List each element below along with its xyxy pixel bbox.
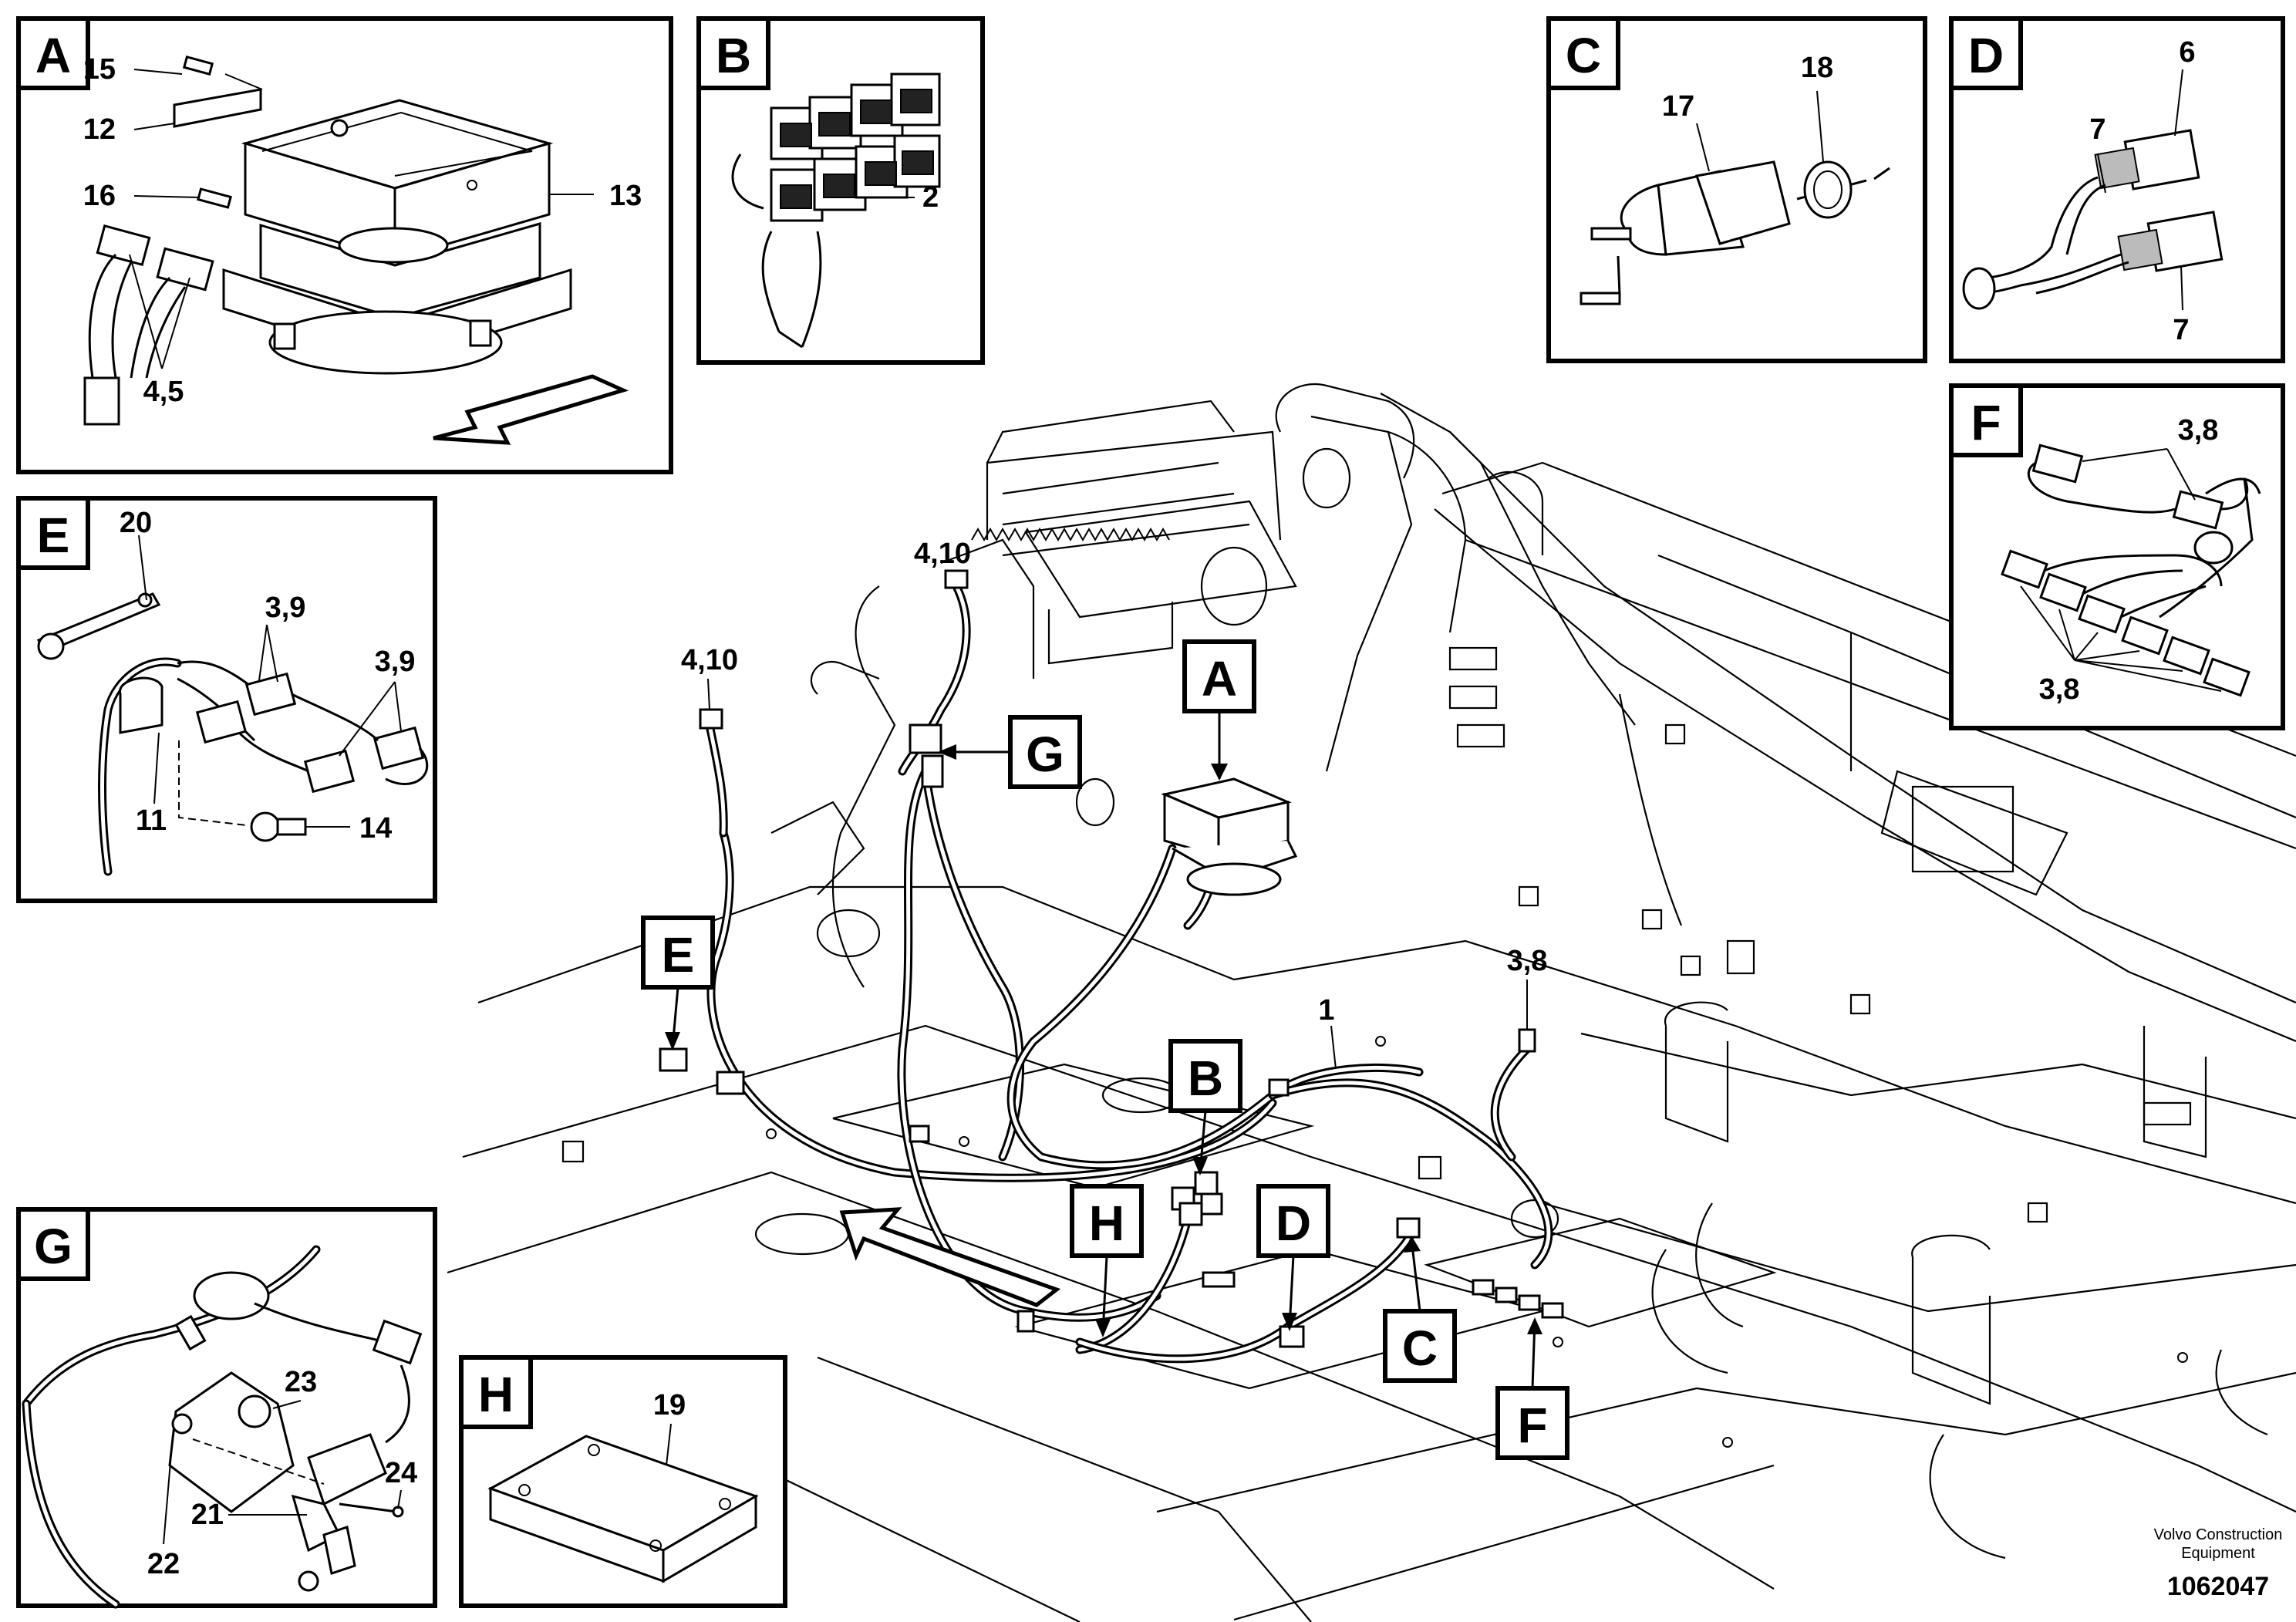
central-box-drawing bbox=[222, 99, 572, 375]
detail-g-tag bbox=[16, 1207, 90, 1281]
harness-components bbox=[659, 569, 1564, 1348]
detail-a-letter: A bbox=[35, 28, 71, 83]
part-20-label: 20 bbox=[120, 507, 152, 539]
part-15-label: 15 bbox=[83, 53, 116, 86]
machine-frame-drawing bbox=[447, 383, 2296, 1622]
callout-g-letter: G bbox=[1026, 727, 1064, 782]
detail-e-letter: E bbox=[37, 508, 70, 563]
detail-g: G 23 22 21 24 bbox=[16, 1207, 437, 1609]
detail-a-tag bbox=[16, 16, 90, 90]
part-21-label: 21 bbox=[191, 1499, 224, 1531]
callout-g: G bbox=[938, 715, 1082, 789]
callout-h-letter: H bbox=[1089, 1195, 1124, 1251]
part-3-8-label-main: 3,8 bbox=[1507, 945, 1548, 977]
connector-set-drawing bbox=[2001, 443, 2261, 697]
detail-e-tag bbox=[16, 496, 90, 570]
part-4-5-label: 4,5 bbox=[143, 376, 184, 408]
detail-c-tag bbox=[1546, 16, 1620, 90]
footer: Volvo Construction Equipment 1062047 bbox=[2154, 1526, 2283, 1601]
detail-b: B 2 bbox=[696, 16, 985, 365]
part-12-label: 12 bbox=[83, 113, 116, 146]
control-unit-drawing bbox=[487, 1435, 759, 1583]
callout-a: A bbox=[1182, 639, 1256, 781]
detail-h: H 19 bbox=[459, 1355, 787, 1608]
callout-h: H bbox=[1070, 1184, 1144, 1337]
bracket-and-harness-drawing bbox=[36, 592, 429, 876]
callout-f-letter: F bbox=[1517, 1398, 1547, 1453]
part-18-label: 18 bbox=[1801, 52, 1833, 84]
connector-group-drawing bbox=[83, 187, 232, 426]
detail-c: C 17 18 bbox=[1546, 16, 1927, 363]
detail-c-letter: C bbox=[1566, 28, 1601, 83]
detail-e: E 20 3,9 3,9 bbox=[16, 496, 437, 903]
callout-c-letter: C bbox=[1402, 1320, 1438, 1376]
detail-a: A bbox=[16, 16, 673, 474]
part-3-8-label-top: 3,8 bbox=[2178, 414, 2219, 447]
part-14-label: 14 bbox=[359, 812, 392, 845]
part-24-label: 24 bbox=[385, 1457, 417, 1489]
part-6-label: 6 bbox=[2179, 36, 2195, 69]
detail-d: D 6 7 7 bbox=[1949, 16, 2285, 363]
detail-b-tag bbox=[696, 16, 770, 90]
part-1-label: 1 bbox=[1318, 994, 1334, 1027]
connector-block-drawing bbox=[731, 73, 941, 349]
part-4-10-label-right: 4,10 bbox=[914, 538, 971, 570]
detail-d-letter: D bbox=[1968, 28, 2004, 83]
part-2-label: 2 bbox=[922, 181, 939, 214]
part-23-label: 23 bbox=[285, 1366, 317, 1398]
part-3-9-label-right: 3,9 bbox=[375, 646, 416, 678]
part-22-label: 22 bbox=[147, 1548, 180, 1580]
callout-d: D bbox=[1256, 1184, 1330, 1331]
central-box-on-frame bbox=[1161, 777, 1298, 896]
detail-f: F 3,8 3,8 bbox=[1949, 383, 2285, 730]
callout-f: F bbox=[1495, 1317, 1569, 1460]
callout-d-letter: D bbox=[1276, 1195, 1311, 1251]
callout-b: B bbox=[1168, 1039, 1242, 1175]
part-16-label: 16 bbox=[83, 180, 116, 212]
direction-arrow-main bbox=[839, 1207, 1061, 1307]
company-name-line2: Equipment bbox=[2181, 1545, 2255, 1562]
part-7-label-top: 7 bbox=[2089, 113, 2106, 146]
detail-f-letter: F bbox=[1971, 395, 2001, 450]
detail-h-tag bbox=[459, 1355, 533, 1429]
label-plate-drawing bbox=[173, 56, 263, 128]
ribbed-top bbox=[971, 400, 1250, 557]
part-4-10-label-left: 4,10 bbox=[681, 644, 738, 676]
callout-e: E bbox=[641, 916, 715, 1050]
detail-b-letter: B bbox=[716, 28, 751, 83]
company-name-line1: Volvo Construction bbox=[2154, 1526, 2283, 1543]
callout-e-letter: E bbox=[662, 927, 695, 983]
part-3-8-label-bottom: 3,8 bbox=[2039, 673, 2080, 706]
part-3-9-label-left: 3,9 bbox=[265, 592, 306, 624]
connector-pair-drawing bbox=[1962, 129, 2224, 310]
part-19-label: 19 bbox=[653, 1389, 686, 1421]
small-blocks bbox=[561, 646, 2192, 1448]
callout-c: C bbox=[1383, 1236, 1457, 1383]
direction-arrow-a bbox=[433, 374, 629, 445]
callout-b-letter: B bbox=[1188, 1050, 1223, 1106]
detail-h-letter: H bbox=[478, 1367, 514, 1422]
document-number: 1062047 bbox=[2167, 1572, 2269, 1601]
detail-g-letter: G bbox=[34, 1219, 72, 1274]
detail-d-tag bbox=[1949, 16, 2023, 90]
detail-f-tag bbox=[1949, 383, 2023, 457]
pressure-sensor-drawing bbox=[1580, 160, 1890, 305]
part-7-label-bottom: 7 bbox=[2173, 314, 2189, 346]
part-11-label: 11 bbox=[136, 804, 167, 837]
part-13-label: 13 bbox=[609, 180, 642, 212]
switch-assembly-drawing bbox=[22, 1245, 423, 1609]
part-17-label: 17 bbox=[1662, 90, 1694, 123]
callout-a-letter: A bbox=[1202, 651, 1237, 706]
